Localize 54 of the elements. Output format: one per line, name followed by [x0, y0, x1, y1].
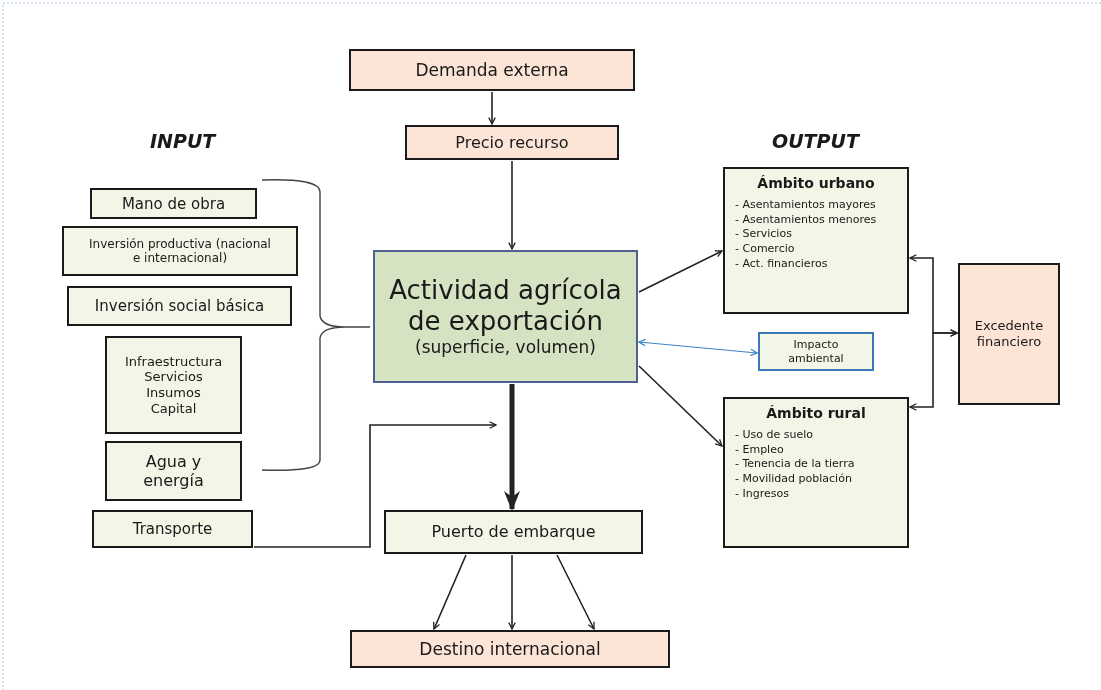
input-box	[90, 188, 257, 219]
arrow	[638, 338, 758, 357]
list-item: - Uso de suelo	[735, 427, 813, 443]
box-label: Excedente financiero	[973, 318, 1045, 350]
process-box	[958, 263, 1060, 405]
arrow	[253, 421, 497, 548]
input-box	[92, 510, 253, 548]
box-label: Inversión social básica	[94, 297, 265, 315]
arrow	[556, 554, 595, 630]
list-item: - Servicios	[735, 227, 792, 243]
section-heading: OUTPUT	[772, 130, 859, 152]
box-label: Destino internacional	[419, 638, 601, 660]
box-label: Impacto ambiental	[787, 338, 845, 365]
box-label: Infraestructura Servicios Insumos Capital	[123, 353, 224, 417]
box-label: Transporte	[132, 520, 213, 538]
process-box	[405, 125, 619, 160]
arrow	[638, 250, 723, 293]
list-item: - Empleo	[735, 442, 784, 458]
list-item: - Movilidad población	[735, 472, 852, 488]
box-heading: Ámbito rural	[766, 405, 866, 422]
process-box	[350, 630, 670, 668]
impact-box	[758, 332, 874, 371]
process-box	[349, 49, 635, 91]
arrow	[508, 554, 516, 630]
box-heading: Ámbito urbano	[757, 175, 875, 192]
arrow	[504, 384, 520, 511]
input-box	[62, 226, 298, 276]
input-box	[105, 336, 242, 434]
box-label: Demanda externa	[415, 59, 569, 81]
box-label: Puerto de embarque	[431, 522, 596, 542]
input-box	[105, 441, 242, 501]
output-box	[723, 167, 909, 314]
arrow	[638, 365, 723, 447]
section-heading: INPUT	[150, 130, 216, 152]
box-label: Inversión productiva (nacional e internacional)	[88, 236, 272, 266]
output-box	[723, 397, 909, 548]
main-activity-box	[373, 250, 638, 383]
box-label: Precio recurso	[455, 132, 569, 153]
list-item: - Ingresos	[735, 487, 789, 502]
list-item: - Asentamientos menores	[735, 212, 877, 228]
list-item: - Tenencia de la tierra	[735, 457, 855, 473]
box-label: Actividad agrícola de exportación	[388, 275, 623, 338]
arrow	[909, 329, 958, 411]
box-label: Mano de obra	[121, 194, 226, 213]
arrow	[432, 554, 467, 630]
list-item: - Asentamientos mayores	[735, 197, 876, 213]
list-item: - Act. financieros	[735, 257, 828, 272]
input-box	[67, 286, 292, 326]
box-label: Agua y energía	[142, 451, 205, 491]
arrow	[488, 91, 496, 125]
arrow	[508, 160, 516, 250]
list-item: - Comercio	[735, 242, 795, 258]
box-subtitle: (superficie, volumen)	[415, 337, 596, 358]
input-box	[384, 510, 643, 554]
